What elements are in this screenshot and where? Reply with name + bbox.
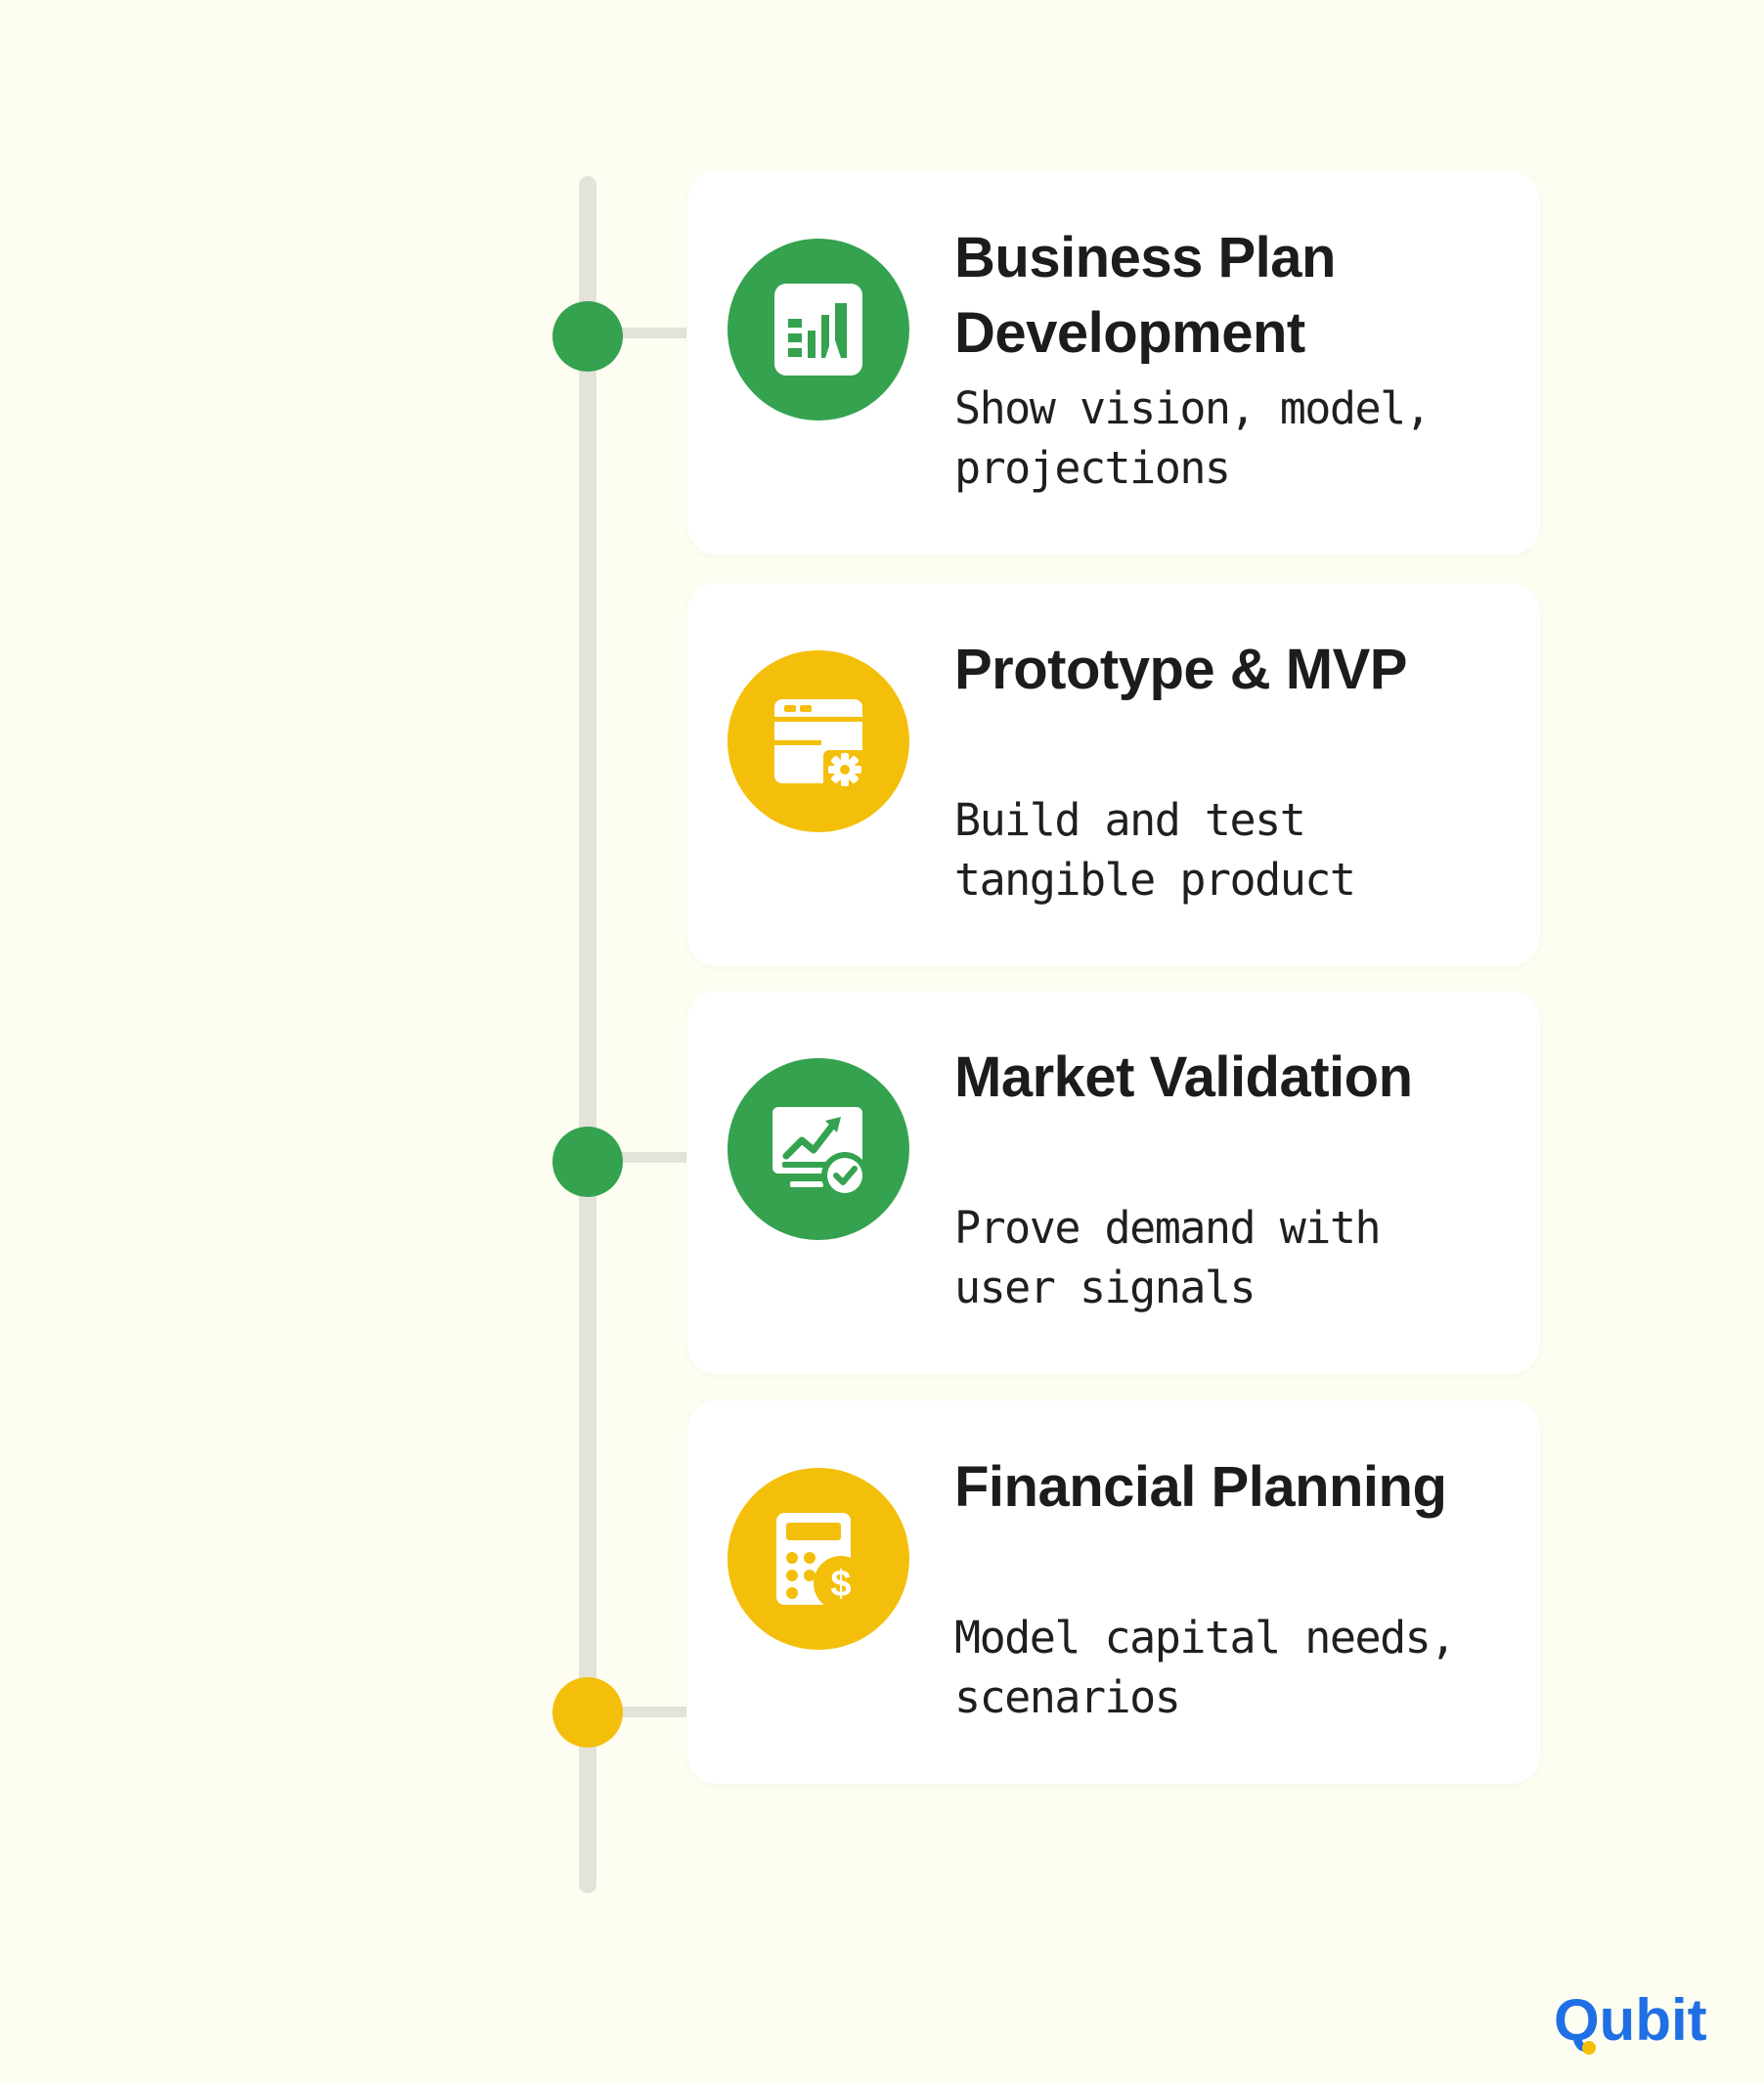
calculator-dollar-icon: $ — [728, 1468, 909, 1650]
svg-text:$: $ — [830, 1564, 851, 1605]
timeline-node — [552, 301, 623, 372]
step-card-market-validation: Market Validation Prove demand with user… — [687, 991, 1540, 1374]
step-title: Financial Planning — [954, 1455, 1447, 1519]
step-description: Build and test tangible product — [954, 794, 1356, 906]
timeline-node — [552, 1677, 623, 1748]
monitor-chart-check-icon — [728, 1058, 909, 1240]
step-title: Market Validation — [954, 1045, 1413, 1109]
timeline-connector — [591, 1152, 686, 1163]
step-title: Business Plan Development — [954, 226, 1336, 365]
step-title: Prototype & MVP — [954, 638, 1408, 701]
step-description: Model capital needs, scenarios — [954, 1612, 1456, 1723]
step-description: Prove demand with user signals — [954, 1202, 1382, 1313]
step-card-financial-planning: $ Financial Planning Model capital needs… — [687, 1400, 1540, 1784]
document-chart-icon — [728, 239, 909, 421]
step-description: Show vision, model, projections — [954, 382, 1432, 494]
qubit-logo-mark: Qubit — [1554, 1987, 1707, 2055]
browser-gear-icon — [728, 650, 909, 832]
timeline-line — [579, 176, 596, 1893]
step-card-prototype: Prototype & MVP Build and test tangible … — [687, 583, 1540, 966]
timeline-connector — [591, 1707, 686, 1717]
qubit-logo: Qubit — [1550, 1983, 1726, 2062]
timeline-node — [552, 1127, 623, 1197]
timeline-connector — [591, 328, 686, 338]
logo-text: Qubit — [1554, 1987, 1707, 2053]
step-card-business-plan: Business Plan Development Show vision, m… — [687, 171, 1540, 554]
